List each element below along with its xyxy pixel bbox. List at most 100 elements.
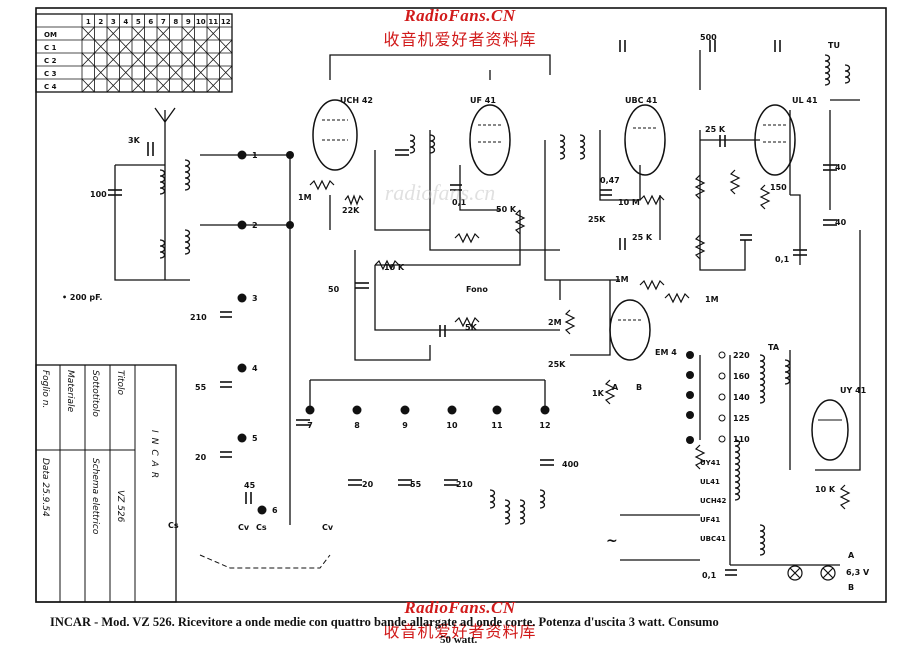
band-table-row-3: C 3 [44, 70, 57, 78]
band-table-col-4: 4 [123, 18, 128, 26]
tap-label-160: 160 [733, 372, 750, 381]
component-labels: 3K 100 1M 22K 50 K 0,1 10 M 0,47 25K 25 … [62, 33, 870, 592]
label-25k: 25K [588, 215, 606, 224]
title-label-sottotitolo: Sottotitolo [90, 370, 100, 417]
junction-dot [686, 411, 694, 419]
switch-contact-10 [447, 405, 457, 415]
label-40-b: 40 [835, 218, 847, 227]
band-table-row-0: OM [44, 31, 57, 39]
tap-label-140: 140 [733, 393, 750, 402]
watermark-center: radiofans.cn [384, 180, 496, 205]
heater-label-uy41: UY41 [700, 459, 721, 467]
title-value-sottotitolo: Schema elettrico [90, 458, 100, 535]
tap-110 [718, 435, 726, 443]
label-b-out: B [848, 583, 854, 592]
label-3k: 3K [128, 136, 141, 145]
band-table-row-2: C 2 [44, 57, 57, 65]
junction-dot [686, 351, 694, 359]
label-2m: 2M [548, 318, 562, 327]
title-block-header: INCAR [149, 430, 159, 483]
label-150: 150 [770, 183, 787, 192]
title-value-data: Data 25.9.54 [40, 458, 50, 517]
junction-dot [286, 221, 294, 229]
heater-label-uch42: UCH42 [700, 497, 727, 505]
coils [159, 54, 851, 556]
watermark-bottom: RadioFans.CN 收音机爱好者资料库 [370, 598, 550, 642]
label-100: 100 [90, 190, 107, 199]
label-1m-em4: 1M [615, 275, 629, 284]
caption-end: 50 watt. [440, 634, 478, 646]
label-1k-uy41: 10 K [815, 485, 836, 494]
switch-label-2: 2 [252, 221, 258, 230]
watermark-bottom-en: RadioFans.CN [404, 598, 516, 617]
tube-label-uch42: UCH 42 [340, 96, 373, 105]
switch-contact-11 [492, 405, 502, 415]
voltage-taps: 220 160 140 125 110 [718, 351, 750, 444]
switch-label-9: 9 [402, 421, 408, 430]
label-fono: Fono [466, 285, 488, 294]
switch-contact-2 [237, 220, 247, 230]
band-table-col-9: 9 [186, 18, 191, 26]
watermark-top: RadioFans.CN 收音机爱好者资料库 [370, 6, 550, 50]
caption: INCAR - Mod. VZ 526. Ricevitore a onde m… [50, 615, 719, 629]
label-10k-b: 0,1 [702, 571, 717, 580]
switch-label-10: 10 [446, 421, 458, 430]
label-20: 20 [195, 453, 207, 462]
switch-label-1: 1 [252, 151, 258, 160]
label-0-47: 0,47 [600, 176, 620, 185]
switch-contact-8 [352, 405, 362, 415]
label-55: 55 [195, 383, 207, 392]
tap-140 [718, 393, 726, 401]
label-1m-em4-b: 1M [705, 295, 719, 304]
band-table-col-10: 10 [196, 18, 206, 26]
tap-220 [718, 351, 726, 359]
schematic-frame [35, 7, 887, 603]
label-mains-tilde: ~ [606, 533, 618, 549]
tube-label-em4: EM 4 [655, 348, 677, 357]
label-cv-1: Cv [238, 523, 250, 532]
title-label-materiale: Materiale [65, 370, 75, 413]
switch-contact-6 [257, 505, 267, 515]
switch-label-7: 7 [307, 421, 313, 430]
label-tu: TU [828, 41, 840, 50]
label-25k-3: 25 K [705, 125, 726, 134]
watermark-bottom-cn: 收音机爱好者资料库 [383, 624, 537, 641]
label-1k-em4: 1K [592, 389, 605, 398]
heater-label-ubc41: UBC41 [700, 535, 726, 543]
watermark-top-en: RadioFans.CN [404, 6, 516, 25]
band-table-col-2: 2 [98, 18, 103, 26]
tap-label-220: 220 [733, 351, 750, 360]
tube-ubc41: UBC 41 [624, 96, 666, 176]
tube-label-ul41: UL 41 [792, 96, 818, 105]
label-210-b: 210 [456, 480, 473, 489]
tap-125 [718, 414, 726, 422]
junction-dot [686, 391, 694, 399]
switch-contact-5 [237, 433, 247, 443]
band-table-col-5: 5 [136, 18, 141, 26]
label-cs-1: Cs [168, 521, 179, 530]
switch-label-11: 11 [491, 421, 503, 430]
heater-label-uf41: UF41 [700, 516, 720, 524]
label-210: 210 [190, 313, 207, 322]
label-400: 400 [562, 460, 579, 469]
tube-uf41: UF 41 [469, 96, 511, 176]
switch-label-5: 5 [252, 434, 258, 443]
tap-label-125: 125 [733, 414, 750, 423]
tube-em4: EM 4 [609, 299, 677, 361]
band-table-col-6: 6 [148, 18, 153, 26]
label-ta: TA [768, 343, 780, 352]
band-table-col-12: 12 [221, 18, 231, 26]
label-0-1-b: 0,1 [775, 255, 790, 264]
switch-contact-12 [540, 405, 550, 415]
dial-lamps [787, 565, 836, 581]
band-table-row-4: C 4 [44, 83, 57, 91]
label-50k: 50 K [496, 205, 517, 214]
switch-label-6: 6 [272, 506, 278, 515]
band-table-col-11: 11 [208, 18, 218, 26]
switch-contact-3 [237, 293, 247, 303]
label-10k: 10 K [384, 263, 405, 272]
switch-contact-1 [237, 150, 247, 160]
tap-label-110: 110 [733, 435, 750, 444]
